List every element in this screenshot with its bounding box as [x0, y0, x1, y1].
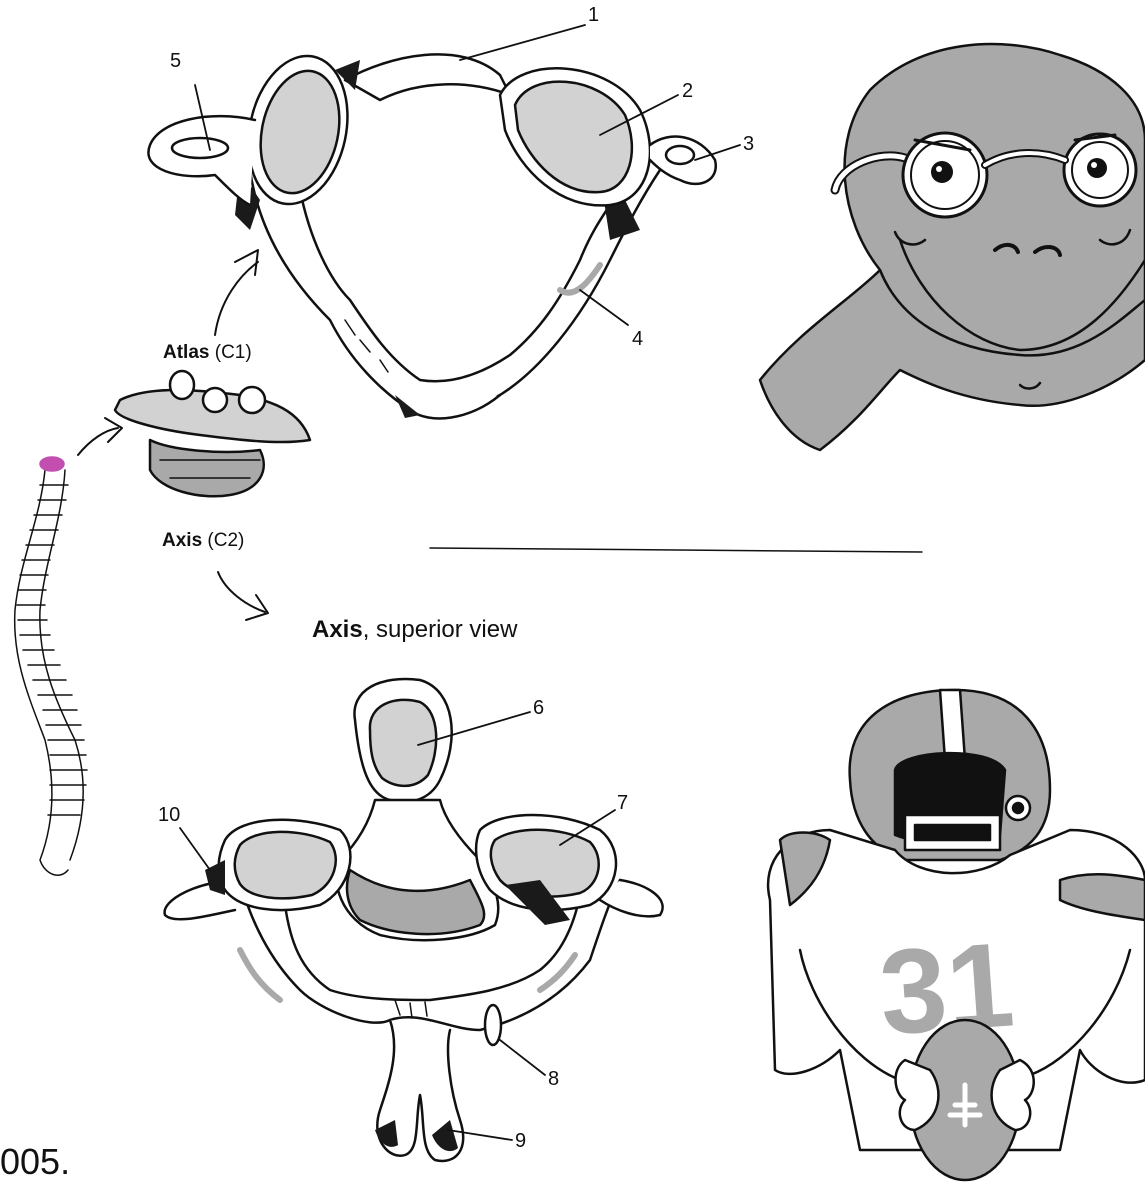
label-9: 9	[515, 1130, 526, 1152]
axis-arrow	[218, 572, 265, 612]
atlas-arrow	[215, 262, 258, 335]
spine-arrow	[78, 428, 118, 455]
corner-text: 005.	[0, 1142, 70, 1182]
axis-vertebra	[165, 679, 663, 1161]
label-3: 3	[743, 133, 754, 155]
label-10: 10	[158, 804, 180, 826]
atlas-name: Atlas	[163, 342, 209, 363]
label-5: 5	[170, 50, 181, 72]
spine-illustration	[15, 457, 87, 875]
cartoon-football-player: 31	[768, 690, 1145, 1180]
label-7: 7	[617, 792, 628, 814]
label-8: 8	[548, 1068, 559, 1090]
label-1: 1	[588, 4, 599, 26]
axis-view-name: Axis	[312, 616, 363, 643]
label-4: 4	[632, 328, 643, 350]
atlas-caption: Atlas (C1)	[163, 342, 252, 364]
axis-code: (C2)	[207, 530, 244, 551]
label-2: 2	[682, 80, 693, 102]
axis-caption: Axis (C2)	[162, 530, 244, 552]
axis-view-suffix: , superior view	[363, 616, 518, 643]
axis-view-caption: Axis, superior view	[312, 616, 517, 644]
cartoon-turtle-head	[760, 44, 1145, 450]
atlas-code: (C1)	[215, 342, 252, 363]
label-6: 6	[533, 697, 544, 719]
c1-c2-stack-illustration	[115, 371, 310, 496]
divider-line	[430, 548, 922, 552]
axis-name: Axis	[162, 530, 202, 551]
